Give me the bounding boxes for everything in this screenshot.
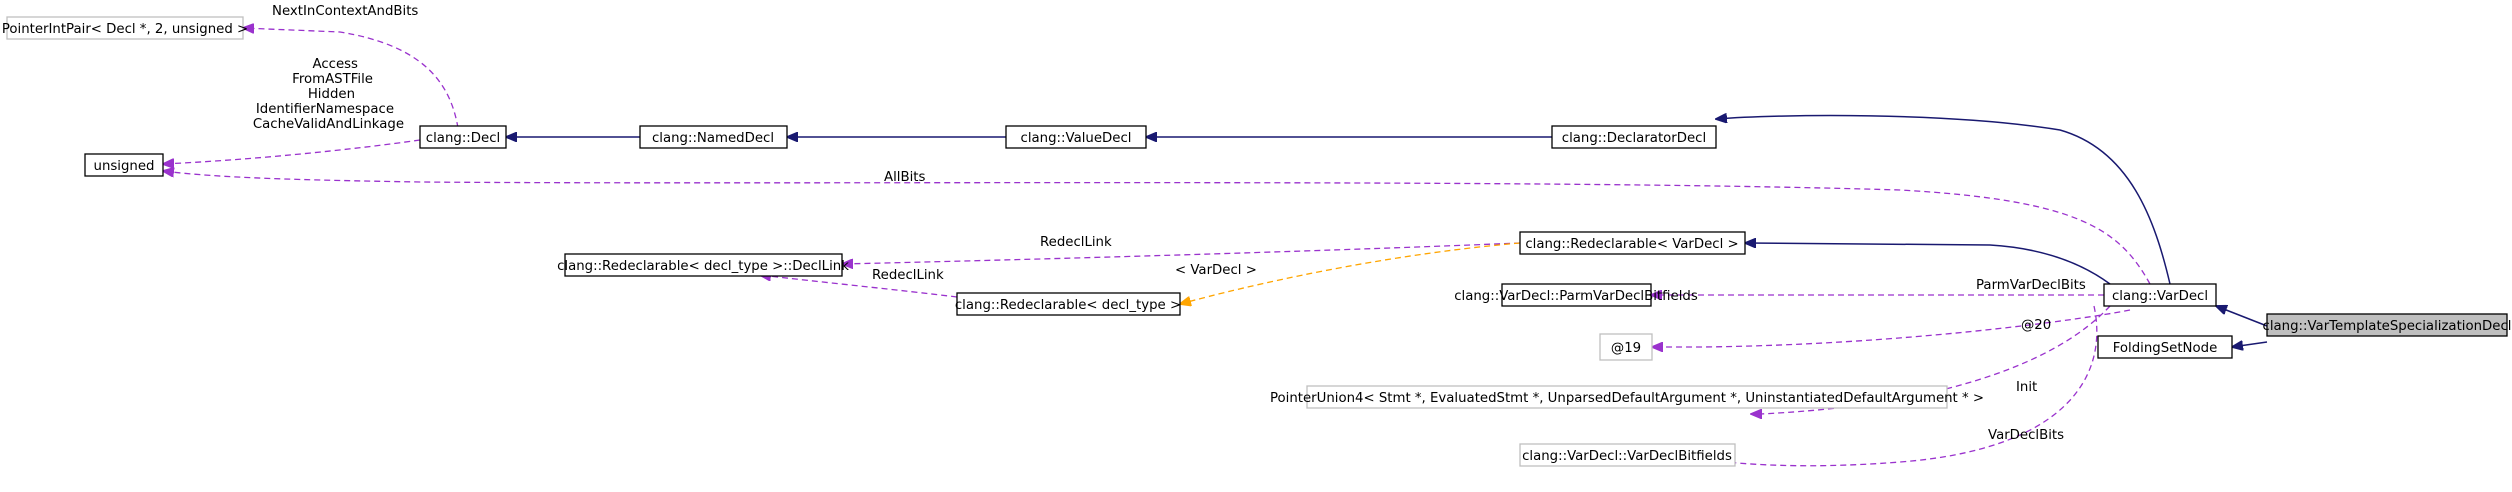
node-nameddecl[interactable]: clang::NamedDecl — [639, 125, 788, 149]
label-template-arg: < VarDecl > — [1175, 263, 1257, 278]
edge-next-in-context — [243, 28, 459, 129]
edge-init — [1751, 305, 2111, 414]
node-pointerintpair-label: PointerIntPair< Decl *, 2, unsigned > — [2, 22, 248, 37]
label-init: Init — [2016, 380, 2037, 395]
node-redeclarable-vardecl[interactable]: clang::Redeclarable< VarDecl > — [1519, 231, 1746, 255]
node-vardeclbitfields[interactable]: clang::VarDecl::VarDeclBitfields — [1519, 443, 1736, 467]
node-vartemplatespecializationdecl[interactable]: clang::VarTemplateSpecializationDecl — [2263, 313, 2512, 337]
label-decl-unsigned-3: IdentifierNamespace — [256, 102, 394, 117]
node-nameddecl-label: clang::NamedDecl — [652, 131, 774, 146]
label-decl-unsigned-4: CacheValidAndLinkage — [253, 117, 404, 132]
edge-foldingset-inherits — [2232, 342, 2268, 347]
node-redeclarable-decltype-label: clang::Redeclarable< decl_type > — [955, 298, 1181, 313]
label-redecllink-1: RedeclLink — [1040, 235, 1112, 250]
label-decl-unsigned-0: Access — [312, 57, 358, 72]
node-foldingsetnode-label: FoldingSetNode — [2113, 341, 2218, 356]
node-redeclarable-vardecl-label: clang::Redeclarable< VarDecl > — [1525, 237, 1738, 252]
label-decl-unsigned-2: Hidden — [308, 87, 355, 102]
edge-template-arg — [1180, 242, 1521, 304]
node-at19[interactable]: @19 — [1599, 333, 1653, 361]
label-decl-unsigned-1: FromASTFile — [292, 72, 373, 87]
node-redeclarable-decllink[interactable]: clang::Redeclarable< decl_type >::DeclLi… — [557, 253, 849, 277]
node-vardecl-label: clang::VarDecl — [2112, 289, 2208, 304]
edge-redecllink-1 — [842, 242, 1521, 264]
edge-allbits — [163, 171, 2151, 285]
node-unsigned-label: unsigned — [94, 159, 155, 174]
node-redeclarable-decllink-label: clang::Redeclarable< decl_type >::DeclLi… — [557, 259, 849, 274]
node-valuedecl[interactable]: clang::ValueDecl — [1005, 125, 1147, 149]
node-pointerunion4-label: PointerUnion4< Stmt *, EvaluatedStmt *, … — [1270, 391, 1984, 406]
node-unsigned[interactable]: unsigned — [84, 153, 164, 177]
edge-declaratordecl-inherits — [1716, 116, 2171, 285]
edge-at20 — [1652, 309, 2131, 347]
label-redecllink-2: RedeclLink — [872, 268, 944, 283]
node-parmvardeclbitfields[interactable]: clang::VarDecl::ParmVarDeclBitfields — [1454, 283, 1698, 307]
label-next-in-context: NextInContextAndBits — [272, 4, 418, 19]
node-declaratordecl[interactable]: clang::DeclaratorDecl — [1551, 125, 1717, 149]
node-decl[interactable]: clang::Decl — [419, 125, 507, 149]
label-vardeclbits: VarDeclBits — [1988, 428, 2064, 443]
node-decl-label: clang::Decl — [426, 131, 500, 146]
edge-redecllink-2 — [760, 275, 958, 298]
node-redeclarable-decltype[interactable]: clang::Redeclarable< decl_type > — [955, 292, 1181, 316]
edge-redeclarable-inherits — [1745, 243, 2111, 285]
node-declaratordecl-label: clang::DeclaratorDecl — [1562, 131, 1706, 146]
label-parmvardeclbits: ParmVarDeclBits — [1976, 278, 2086, 293]
node-foldingsetnode[interactable]: FoldingSetNode — [2097, 335, 2233, 359]
edge-decl-to-unsigned — [163, 139, 421, 164]
node-vartemplatespecializationdecl-label: clang::VarTemplateSpecializationDecl — [2263, 319, 2512, 334]
edge-vardecl-inherits — [2216, 306, 2268, 327]
node-at19-label: @19 — [1611, 341, 1641, 356]
node-pointerintpair[interactable]: PointerIntPair< Decl *, 2, unsigned > — [2, 16, 248, 40]
node-parmvardeclbitfields-label: clang::VarDecl::ParmVarDeclBitfields — [1454, 289, 1698, 304]
node-valuedecl-label: clang::ValueDecl — [1021, 131, 1132, 146]
node-pointerunion4[interactable]: PointerUnion4< Stmt *, EvaluatedStmt *, … — [1270, 385, 1984, 409]
node-vardecl[interactable]: clang::VarDecl — [2103, 283, 2217, 307]
label-at20: @20 — [2021, 318, 2051, 333]
node-vardeclbitfields-label: clang::VarDecl::VarDeclBitfields — [1522, 449, 1732, 464]
label-allbits: AllBits — [884, 170, 926, 185]
